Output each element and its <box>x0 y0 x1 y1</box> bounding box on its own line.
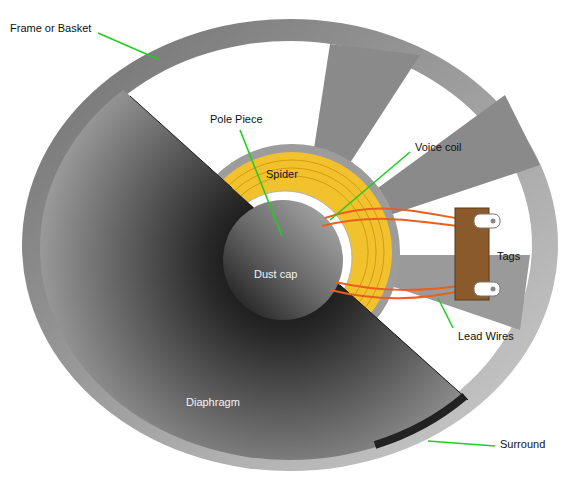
leader-lines <box>98 33 495 446</box>
lead-wires <box>322 209 466 299</box>
part-label: Lead Wires <box>458 330 514 343</box>
surround <box>375 396 465 445</box>
part-label: Pole Piece <box>210 113 263 126</box>
terminal-tag <box>474 214 500 228</box>
part-label: Surround <box>500 438 545 451</box>
terminal-tag <box>474 282 500 296</box>
frame-rim <box>22 19 558 471</box>
part-label: Spider <box>266 168 298 181</box>
part-label: Diaphragm <box>186 396 240 409</box>
diaphragm <box>40 36 540 460</box>
part-label: Tags <box>497 250 520 263</box>
part-label: Voice coil <box>415 141 461 154</box>
part-label: Frame or Basket <box>10 22 91 35</box>
part-label: Dust cap <box>254 268 297 281</box>
diaphragm-half <box>40 36 540 460</box>
